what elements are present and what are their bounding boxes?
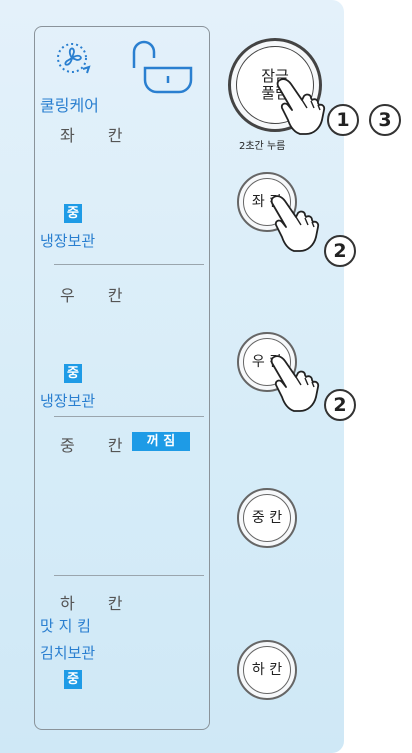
pointing-hand-icon (276, 78, 326, 135)
lock-hold-caption: 2초간 누름 (239, 141, 286, 152)
right-zone-label: 우 칸 (60, 286, 137, 305)
middle-zone-label: 중 칸 (60, 436, 137, 455)
right-mode-label: 냉장보관 (40, 392, 96, 410)
status-display (34, 26, 210, 730)
fan-rotate-icon (57, 43, 91, 74)
step-number-1: 1 (327, 104, 359, 136)
pointing-hand-icon (270, 195, 320, 252)
step-number-2: 2 (324, 389, 356, 421)
unlocked-padlock-icon (132, 40, 193, 94)
divider (54, 416, 204, 417)
divider (54, 264, 204, 265)
bottom-zone-label: 하 칸 (60, 594, 137, 613)
step-number-3: 3 (369, 104, 401, 136)
middle-zone-button[interactable]: 중 칸 (237, 488, 297, 548)
left-mode-label: 냉장보관 (40, 232, 96, 250)
bottom-mode-label: 김치보관 (40, 644, 96, 662)
bottom-zone-button[interactable]: 하 칸 (237, 640, 297, 700)
bottom-mode-label: 맛 지 킴 (40, 617, 91, 635)
right-level-badge: 중 (64, 364, 82, 383)
left-zone-label: 좌 칸 (60, 126, 137, 145)
step-number-2: 2 (324, 235, 356, 267)
middle-zone-button-label: 중 칸 (243, 494, 291, 542)
pointing-hand-icon (270, 355, 320, 412)
middle-status-badge: 꺼 짐 (132, 432, 190, 451)
bottom-zone-button-label: 하 칸 (243, 646, 291, 694)
left-level-badge: 중 (64, 204, 82, 223)
bottom-level-badge: 중 (64, 670, 82, 689)
cooling-care-label: 쿨링케어 (40, 96, 99, 115)
divider (54, 575, 204, 576)
